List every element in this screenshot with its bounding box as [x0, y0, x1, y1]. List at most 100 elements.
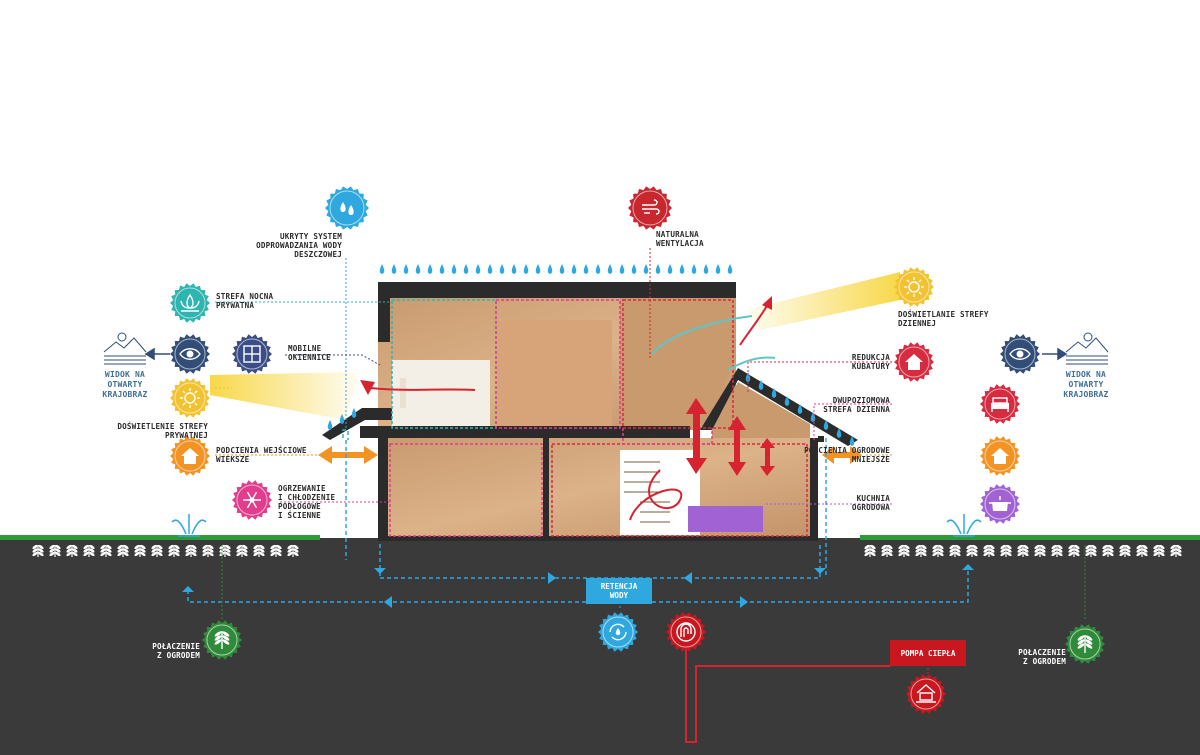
upper-left-wall: [378, 282, 390, 342]
upper-pink-outline: [495, 299, 621, 429]
garden-canopy-badge: [980, 436, 1020, 476]
water-drop-icon: [340, 202, 354, 215]
geothermal-badge: [666, 612, 706, 652]
red-arrowhead-left: [360, 380, 375, 395]
grass-line-right: [860, 535, 1200, 540]
house-icon: [905, 354, 923, 370]
window-icon: [243, 345, 261, 363]
sun-icon: [180, 388, 200, 408]
ventilation-curve-lower: [727, 356, 776, 371]
fountain-right: [946, 514, 982, 537]
garden-right-badge: [1065, 624, 1105, 664]
terrace-opening: [392, 360, 490, 426]
heat-pump-badge: [906, 674, 946, 714]
garden-canopy-edge: [818, 436, 824, 442]
two-level-outline: [622, 428, 713, 445]
cooking-pot-icon: [989, 496, 1011, 511]
canopy-arrow-left: [318, 446, 378, 464]
interior-wall: [543, 438, 549, 538]
water-flow-arrows: [182, 564, 974, 608]
staircase: [624, 461, 670, 523]
ground-loop: [685, 648, 890, 743]
lower-roof: [700, 368, 858, 446]
heat-pump-label: POMPA CIEPŁA: [900, 648, 956, 658]
sunbeam-private: [210, 372, 360, 420]
red-arrowhead-up: [762, 296, 772, 310]
ground-left-wall: [378, 438, 388, 538]
ground-loop-icon: [676, 622, 696, 642]
leader-lines: [215, 248, 1086, 620]
sun-icon: [904, 277, 924, 297]
rain-system-badge: [325, 186, 369, 230]
kitchen-counter: [688, 506, 763, 532]
lower-roof-wall: [620, 296, 736, 430]
sun-private-badge: [170, 378, 210, 418]
kitchen-badge: [980, 484, 1020, 524]
ventilation-curve-upper: [651, 315, 753, 355]
rain-drops-lower-roof: [327, 372, 855, 446]
sunbeam-day: [745, 272, 900, 330]
landscape-icon: [1065, 332, 1109, 365]
two-level-badge: [980, 384, 1020, 424]
roof-upper: [378, 282, 736, 298]
ground-pink-outline: [389, 443, 543, 537]
plants-left: [32, 544, 299, 557]
night-zone-badge: [170, 283, 210, 323]
ground-slab: [378, 536, 818, 541]
landscape-icon: [103, 332, 147, 365]
eye-icon: [1009, 348, 1031, 360]
floor-slab: [360, 426, 690, 438]
wind-icon: [642, 199, 660, 215]
rain-drops-roof: [379, 264, 733, 274]
sun-day-badge: [894, 267, 934, 307]
house-icon: [991, 448, 1009, 464]
ventilation-badge: [628, 186, 672, 230]
eye-icon: [179, 348, 201, 360]
retention-badge: [598, 612, 638, 652]
ventilation-swirl: [629, 469, 683, 521]
upper-red-curve: [369, 387, 476, 391]
grass-line-left: [0, 535, 320, 540]
ventilation-red-curve: [739, 303, 769, 346]
heating-badge: [232, 480, 272, 520]
lotus-icon: [180, 293, 200, 312]
fountain-left: [171, 514, 207, 537]
plants-right: [864, 544, 1182, 557]
wheat-icon: [214, 631, 230, 649]
canopy-arrow-right: [822, 446, 862, 464]
snowflake-sun-icon: [243, 491, 261, 509]
ground-right-wall: [810, 438, 818, 538]
ground: [0, 538, 1200, 755]
sofa-icon: [991, 397, 1009, 412]
shutters-badge: [232, 334, 272, 374]
retention-box: [586, 578, 652, 604]
volume-reduction-badge: [894, 342, 934, 382]
person: [400, 378, 406, 408]
day-zone-outline: [622, 299, 734, 429]
house-icon: [181, 448, 199, 464]
garden-left-badge: [202, 620, 242, 660]
wheat-icon: [1077, 635, 1093, 653]
water-cycle-icon: [609, 623, 627, 641]
view-left-badge: [170, 334, 210, 374]
view-arrow-left: [144, 347, 170, 361]
water-network: [187, 429, 969, 603]
